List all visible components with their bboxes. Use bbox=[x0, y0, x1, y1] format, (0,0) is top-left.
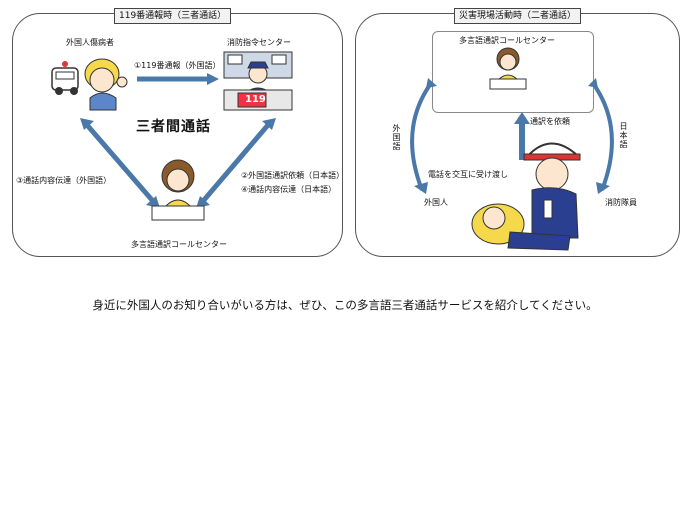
request-label: 通訳を依頼 bbox=[530, 117, 570, 126]
arrow2-label: ②外国語通訳依頼（日本語） bbox=[241, 171, 345, 180]
japanese-label: 日本語 bbox=[619, 122, 628, 149]
arrow-patient-to-dispatch bbox=[137, 73, 219, 85]
arrow-foreign-language bbox=[410, 78, 437, 194]
call-center-operator-figure bbox=[150, 158, 206, 222]
foreign-language-label: 外国語 bbox=[392, 124, 401, 151]
scene-figures bbox=[460, 128, 600, 251]
left-panel-title: 119番通報時（三者通話） bbox=[114, 8, 232, 24]
injured-foreigner-figure bbox=[50, 50, 132, 111]
arrow-patient-callcenter bbox=[80, 118, 160, 208]
arrow3-label: ③通話内容伝達（外国語） bbox=[16, 176, 112, 185]
dispatch-operator-illustration bbox=[223, 51, 293, 111]
arrow-request bbox=[514, 112, 530, 160]
right-operator-figure bbox=[488, 46, 528, 90]
firefighter-foreigner-illustration bbox=[471, 142, 581, 251]
dispatch-center-label: 消防指令センター bbox=[227, 38, 291, 47]
three-party-call-text: 三者間通話 bbox=[132, 116, 215, 136]
callcenter-box-right bbox=[432, 31, 594, 113]
callcenter-label-right: 多言語通訳コールセンター bbox=[459, 36, 555, 45]
dispatch-operator-figure: 119 bbox=[222, 50, 294, 112]
desk-number: 119 bbox=[245, 94, 266, 105]
arrow-japanese bbox=[588, 78, 614, 194]
right-panel-title: 災害現場活動時（二者通話） bbox=[454, 8, 582, 24]
page-caption: 身近に外国人のお知り合いがいる方は、ぜひ、この多言語三者通話サービスを紹介してく… bbox=[92, 298, 598, 312]
callcenter-label-left: 多言語通訳コールセンター bbox=[131, 240, 227, 249]
firefighter-label: 消防隊員 bbox=[605, 198, 637, 207]
injured-foreigner-illustration bbox=[51, 58, 128, 111]
arrow-callcenter-dispatch bbox=[196, 118, 276, 208]
right-operator-illustration bbox=[489, 47, 527, 90]
call-center-operator-illustration bbox=[151, 159, 205, 221]
arrow4-label: ④通話内容伝達（日本語） bbox=[241, 185, 337, 194]
phone-swap-label: 電話を交互に受け渡し bbox=[428, 170, 508, 179]
patient-label: 外国人傷病者 bbox=[66, 38, 114, 47]
arrow1-label: ①119番通報（外国語） bbox=[134, 61, 221, 70]
foreigner-label: 外国人 bbox=[424, 198, 448, 207]
